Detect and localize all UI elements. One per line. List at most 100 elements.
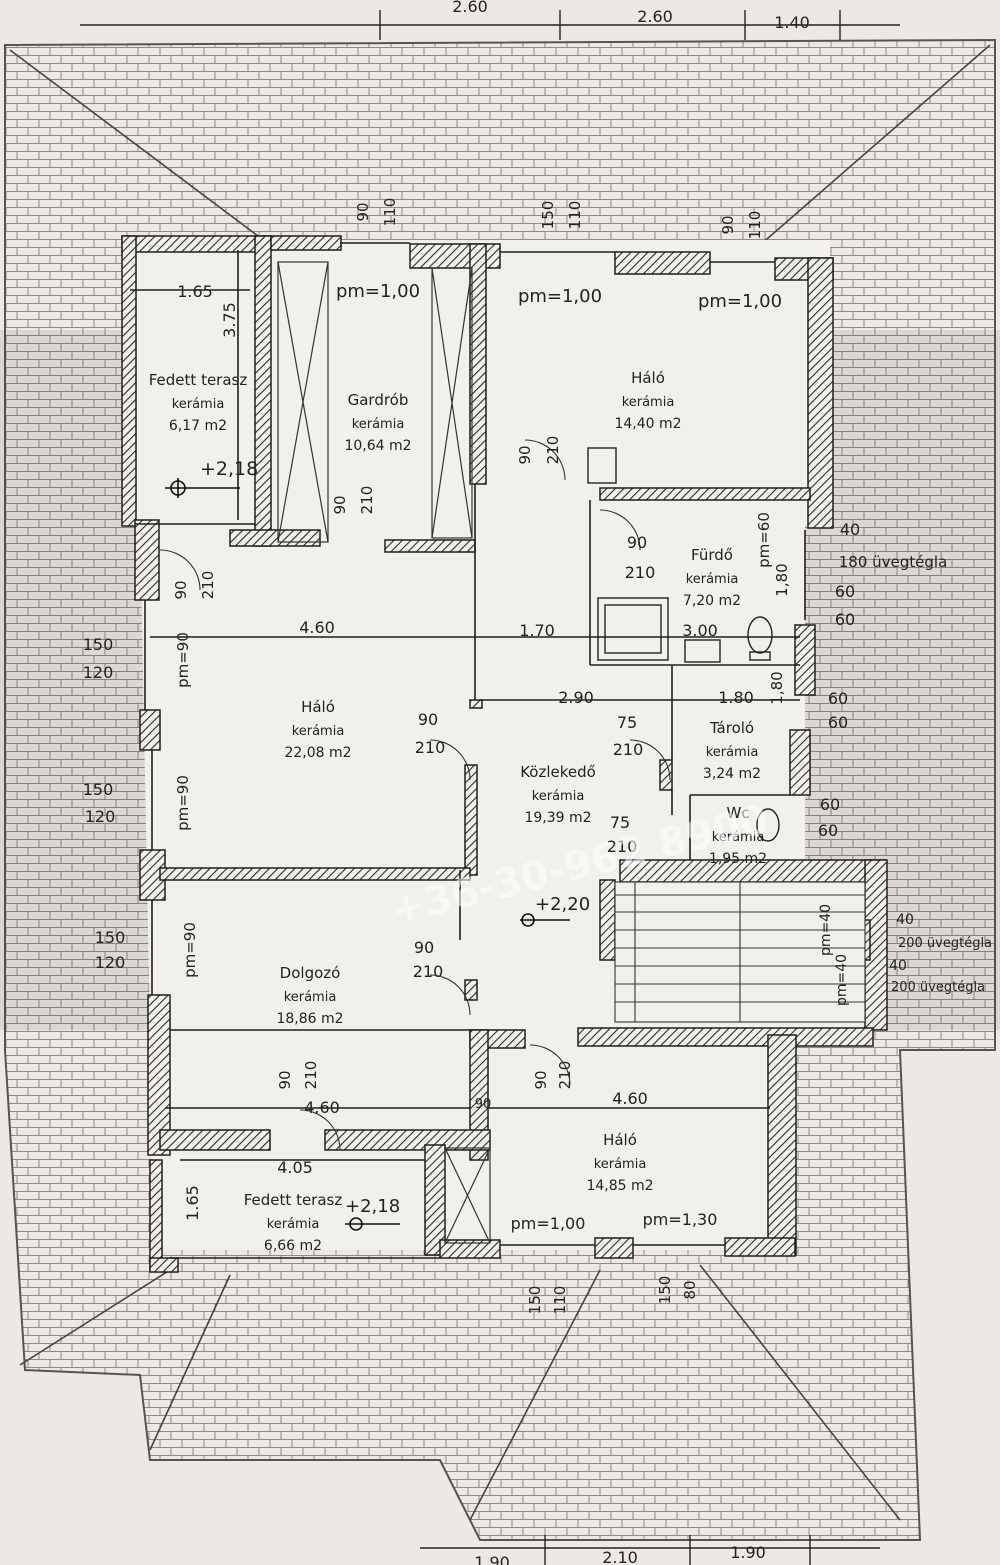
level-markers bbox=[165, 478, 570, 1231]
dim-pm100b: pm=1,00 bbox=[518, 286, 602, 307]
door-swings bbox=[159, 439, 671, 1151]
bottom-dim-1: 1.90 bbox=[474, 1553, 510, 1565]
dim-door210h: 210 bbox=[413, 962, 444, 981]
dim-door210g: 210 bbox=[607, 837, 638, 856]
room-name-9: Háló bbox=[603, 1131, 637, 1149]
dim-door210i: 210 bbox=[556, 1061, 574, 1090]
dim-w150c: 150 bbox=[95, 928, 126, 947]
walls bbox=[121, 235, 888, 1273]
level-2: +2,20 bbox=[535, 894, 590, 915]
dim-door210f: 210 bbox=[613, 740, 644, 759]
room-floor-4: kerámia bbox=[292, 724, 345, 739]
dim-r60b: 60 bbox=[835, 610, 855, 629]
dim-r200ga: 200 üvegtégla bbox=[898, 936, 992, 951]
dim-t110c: 110 bbox=[746, 211, 764, 240]
dim-d405: 4.05 bbox=[277, 1158, 313, 1177]
dim-pm130: pm=1,30 bbox=[643, 1210, 718, 1229]
dim-pm90b: pm=90 bbox=[174, 775, 192, 831]
dim-door90g: 90 bbox=[532, 1070, 550, 1089]
room-name-6: Közlekedő bbox=[520, 763, 596, 781]
room-area-3: 7,20 m2 bbox=[683, 593, 741, 609]
top-dim-2: 2.60 bbox=[637, 7, 673, 26]
dim-door90a: 90 bbox=[172, 580, 190, 599]
room-floor-3: kerámia bbox=[686, 572, 739, 587]
room-name-2: Háló bbox=[631, 369, 665, 387]
staircase bbox=[614, 881, 866, 1023]
dim-r40a: 40 bbox=[840, 520, 860, 539]
dim-d460a: 4.60 bbox=[299, 618, 335, 637]
dim-d180w: 1,80 bbox=[768, 671, 786, 704]
dim-w150a: 150 bbox=[83, 635, 114, 654]
dim-w120c: 120 bbox=[95, 953, 126, 972]
room-area-0: 6,17 m2 bbox=[169, 418, 227, 434]
room-area-1: 10,64 m2 bbox=[344, 438, 411, 454]
dim-pm60: pm=60 bbox=[755, 512, 773, 568]
room-name-10: Fedett terasz bbox=[244, 1191, 343, 1209]
dim-r40b: 40 bbox=[896, 912, 914, 928]
dim-d300: 3.00 bbox=[682, 621, 718, 640]
dim-door90c: 90 bbox=[516, 445, 534, 464]
dim-door210j: 210 bbox=[302, 1061, 320, 1090]
dim-t150a: 150 bbox=[539, 201, 557, 230]
roof-hip-lines bbox=[9, 44, 991, 1521]
dim-d460c: 4.60 bbox=[612, 1089, 648, 1108]
room-floor-8: kerámia bbox=[284, 990, 337, 1005]
room-floor-10: kerámia bbox=[267, 1217, 320, 1232]
dim-d170: 1.70 bbox=[519, 621, 555, 640]
dim-r40c: 40 bbox=[889, 958, 907, 974]
dim-t90b: 90 bbox=[719, 215, 737, 234]
dim-door210d: 210 bbox=[625, 563, 656, 582]
dim-r60f: 60 bbox=[818, 821, 838, 840]
dim-door90e: 90 bbox=[418, 710, 438, 729]
dim-d460b: 4.60 bbox=[304, 1098, 340, 1117]
dim-door210b: 210 bbox=[358, 486, 376, 515]
room-area-5: 3,24 m2 bbox=[703, 766, 761, 782]
room-floor-9: kerámia bbox=[594, 1157, 647, 1172]
top-dim-1: 2.60 bbox=[452, 0, 488, 16]
dim-pm40a: pm=40 bbox=[818, 904, 834, 956]
room-floor-1: kerámia bbox=[352, 417, 405, 432]
dim-b110a: 110 bbox=[551, 1286, 569, 1315]
room-area-7: 1,95 m2 bbox=[709, 851, 767, 867]
room-name-4: Háló bbox=[301, 698, 335, 716]
room-area-9: 14,85 m2 bbox=[586, 1178, 653, 1194]
dim-b150b: 150 bbox=[656, 1276, 674, 1305]
dim-door90b: 90 bbox=[331, 495, 349, 514]
dim-door90d: 90 bbox=[627, 533, 647, 552]
dim-door210c: 210 bbox=[544, 436, 562, 465]
dim-r60e: 60 bbox=[820, 795, 840, 814]
room-area-2: 14,40 m2 bbox=[614, 416, 681, 432]
room-area-6: 19,39 m2 bbox=[524, 810, 591, 826]
dim-pm100c: pm=1,00 bbox=[698, 291, 782, 312]
bottom-dim-2: 2.10 bbox=[602, 1548, 638, 1565]
dim-d180v: 1,80 bbox=[773, 563, 791, 596]
room-floor-7: kerámia bbox=[712, 830, 765, 845]
room-name-5: Tároló bbox=[709, 719, 754, 737]
room-floor-0: kerámia bbox=[172, 397, 225, 412]
dim-w150b: 150 bbox=[83, 780, 114, 799]
dim-pm40b: pm=40 bbox=[834, 954, 850, 1006]
dim-r60c: 60 bbox=[828, 689, 848, 708]
room-name-8: Dolgozó bbox=[280, 964, 341, 982]
dim-d375: 3.75 bbox=[220, 302, 239, 338]
dim-door75b: 75 bbox=[610, 813, 630, 832]
dim-door210a: 210 bbox=[199, 571, 217, 600]
dim-pm90a: pm=90 bbox=[174, 632, 192, 688]
dim-r60d: 60 bbox=[828, 713, 848, 732]
dim-t90a: 90 bbox=[354, 202, 372, 221]
dim-d180: 1.80 bbox=[718, 688, 754, 707]
dim-w120a: 120 bbox=[83, 663, 114, 682]
dim-w120b: 120 bbox=[85, 807, 116, 826]
dim-pm90c: pm=90 bbox=[181, 922, 199, 978]
level-1: +2,18 bbox=[200, 458, 258, 480]
room-area-4: 22,08 m2 bbox=[284, 745, 351, 761]
dim-door210e: 210 bbox=[415, 738, 446, 757]
room-name-0: Fedett terasz bbox=[149, 371, 248, 389]
dim-d165b: 1.65 bbox=[183, 1185, 202, 1221]
dim-pm100d: pm=1,00 bbox=[511, 1214, 586, 1233]
dim-door90f: 90 bbox=[414, 938, 434, 957]
dim-b80: 80 bbox=[681, 1280, 699, 1299]
level-3: +2,18 bbox=[345, 1196, 400, 1217]
